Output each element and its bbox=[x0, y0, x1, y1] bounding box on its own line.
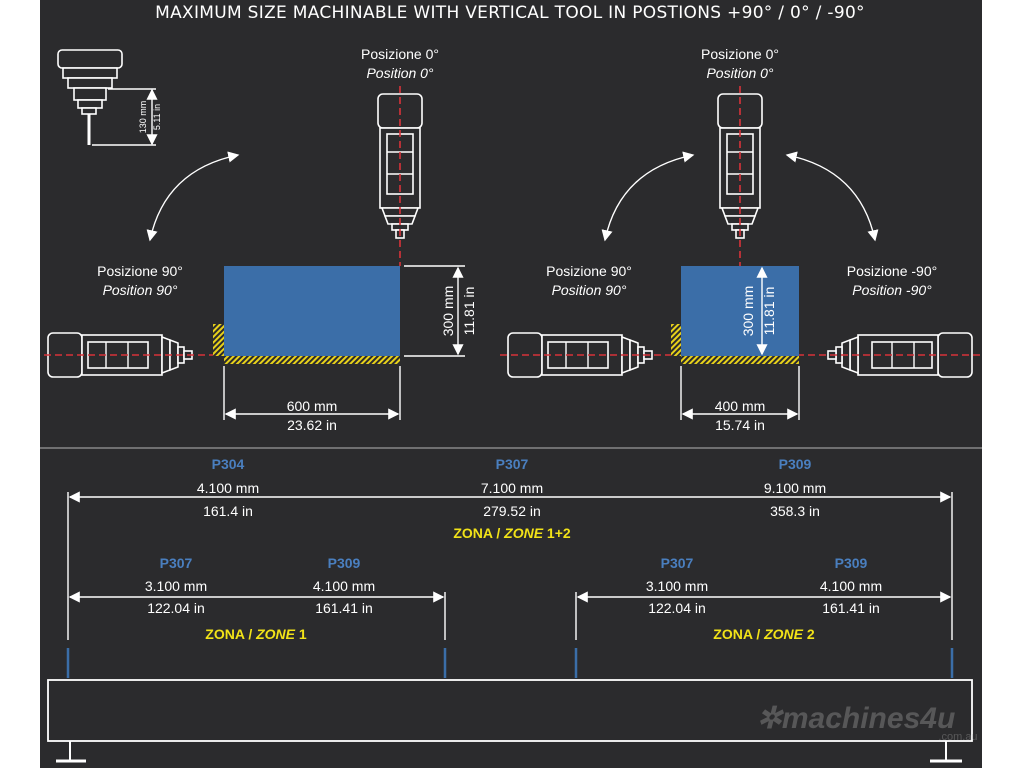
zone12-label_b: ZONE bbox=[503, 525, 544, 541]
left-diagram: Posizione 0° Position 0° Posizione 90° P… bbox=[44, 46, 477, 433]
workpiece-600 bbox=[224, 266, 400, 356]
left-pos90-en: Position 90° bbox=[103, 282, 178, 298]
diagram-background bbox=[40, 0, 982, 768]
zone1-label_c: 1 bbox=[295, 626, 307, 642]
zone12-label: ZONA / ZONE 1+2 bbox=[453, 525, 571, 541]
zone2-models-0-mm: 3.100 mm bbox=[646, 578, 708, 594]
right-pos90-en: Position 90° bbox=[552, 282, 627, 298]
zone1-models-0-name: P307 bbox=[160, 555, 193, 571]
zone2-models-1-mm: 4.100 mm bbox=[820, 578, 882, 594]
zone2-models-1-in: 161.41 in bbox=[822, 600, 880, 616]
rotation-arrow-icon bbox=[146, 151, 240, 242]
zone12-label_c: 1+2 bbox=[543, 525, 571, 541]
left-pos90-it: Posizione 90° bbox=[97, 263, 183, 279]
diagram-title: MAXIMUM SIZE MACHINABLE WITH VERTICAL TO… bbox=[155, 3, 865, 23]
right-posm90-en: Position -90° bbox=[852, 282, 932, 298]
zone12-models-2-name: P309 bbox=[779, 456, 812, 472]
right-height-mm: 300 mm bbox=[740, 286, 756, 337]
svg-text:✲machines4u: ✲machines4u bbox=[757, 702, 956, 735]
zone2-models-1-name: P309 bbox=[835, 555, 868, 571]
right-pos0-en: Position 0° bbox=[706, 65, 773, 81]
left-width-mm: 600 mm bbox=[287, 398, 338, 414]
left-pos0-en: Position 0° bbox=[366, 65, 433, 81]
zone12-models-2-mm: 9.100 mm bbox=[764, 480, 826, 496]
zone2-label_c: 2 bbox=[803, 626, 815, 642]
tool-length-mm: 130 mm bbox=[138, 101, 148, 134]
right-posm90-it: Posizione -90° bbox=[847, 263, 937, 279]
right-pos0-it: Posizione 0° bbox=[701, 46, 779, 62]
zone2-label_b: ZONE bbox=[763, 626, 804, 642]
zone1-models-1-mm: 4.100 mm bbox=[313, 578, 375, 594]
zone1-models-0-in: 122.04 in bbox=[147, 600, 205, 616]
tool-detail: 130 mm 5.11 in bbox=[57, 49, 162, 146]
zone2-models-0-in: 122.04 in bbox=[648, 600, 706, 616]
zone-markers bbox=[66, 648, 954, 678]
zone1-models-1-in: 161.41 in bbox=[315, 600, 373, 616]
workpiece-400 bbox=[681, 266, 799, 356]
zone12-models-1-mm: 7.100 mm bbox=[481, 480, 543, 496]
right-pos90-it: Posizione 90° bbox=[546, 263, 632, 279]
left-height-mm: 300 mm bbox=[440, 286, 456, 337]
right-width-mm: 400 mm bbox=[715, 398, 766, 414]
right-width-in: 15.74 in bbox=[715, 417, 765, 433]
right-height-in: 11.81 in bbox=[761, 287, 777, 336]
right-diagram: Posizione 0° Position 0° Posizione 90° P… bbox=[500, 46, 980, 433]
left-width-in: 23.62 in bbox=[287, 417, 337, 433]
zone12-models-0-mm: 4.100 mm bbox=[197, 480, 259, 496]
zone2-label_a: ZONA / bbox=[713, 626, 764, 642]
zone12-models-1-in: 279.52 in bbox=[483, 503, 541, 519]
zone1-label: ZONA / ZONE 1 bbox=[205, 626, 307, 642]
zone1-label_a: ZONA / bbox=[205, 626, 256, 642]
watermark-logo: ✲machines4u .com.au bbox=[757, 702, 978, 743]
zone1-models-0-mm: 3.100 mm bbox=[145, 578, 207, 594]
zone1-models-1-name: P309 bbox=[328, 555, 361, 571]
rotation-arrow-icon bbox=[601, 151, 695, 242]
zone2-dimension: P307 3.100 mm 122.04 in P309 4.100 mm 16… bbox=[575, 555, 952, 642]
zone12-models-0-name: P304 bbox=[212, 456, 245, 472]
zone12-models-0-in: 161.4 in bbox=[203, 503, 253, 519]
zone12-models-1-name: P307 bbox=[496, 456, 529, 472]
rotation-arrow-icon bbox=[785, 151, 879, 242]
zone12-models-2-in: 358.3 in bbox=[770, 503, 820, 519]
hatch-side bbox=[213, 324, 224, 356]
zone2-label: ZONA / ZONE 2 bbox=[713, 626, 815, 642]
zone1-label_b: ZONE bbox=[255, 626, 296, 642]
tool-length-in: 5.11 in bbox=[152, 104, 162, 130]
zone12-label_a: ZONA / bbox=[453, 525, 504, 541]
bed-feet bbox=[56, 741, 962, 763]
machine-bed bbox=[47, 679, 973, 742]
left-pos0-it: Posizione 0° bbox=[361, 46, 439, 62]
hatch-bottom bbox=[224, 356, 400, 364]
left-height-in: 11.81 in bbox=[461, 287, 477, 336]
zone2-models-0-name: P307 bbox=[661, 555, 694, 571]
zone1-dimension: P307 3.100 mm 122.04 in P309 4.100 mm 16… bbox=[68, 555, 446, 642]
svg-text:.com.au: .com.au bbox=[938, 731, 977, 743]
zone12-dimension: P304 4.100 mm 161.4 in P307 7.100 mm 279… bbox=[67, 456, 953, 640]
